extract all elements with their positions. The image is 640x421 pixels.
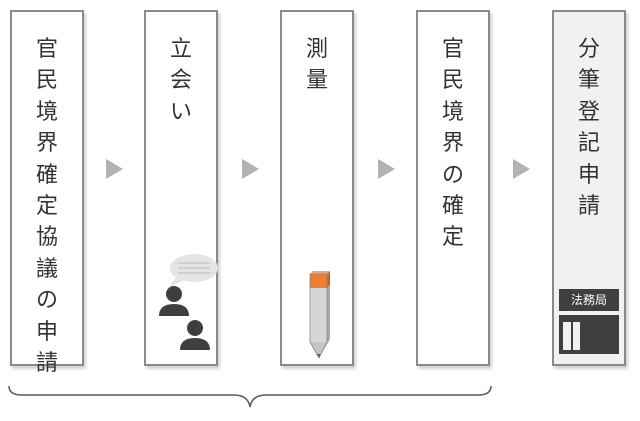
step-box-survey: 測量: [280, 10, 354, 366]
arrow-right-icon: [106, 159, 123, 179]
building-door-divider: [571, 322, 573, 350]
curly-brace: [8, 385, 492, 408]
step-box-boundary-application: 官民境界確定協議の申請: [10, 10, 84, 376]
legal-bureau-label: 法務局: [559, 289, 619, 311]
arrow-right-icon: [242, 159, 259, 179]
step-label: 官民境界の確定: [441, 37, 464, 251]
step-label: 測量: [305, 37, 328, 94]
step-label: 分筆登記申請: [577, 37, 600, 220]
step-label: 官民境界確定協議の申請: [35, 37, 58, 377]
speech-bubble-icon: [168, 254, 218, 288]
building-body: [559, 315, 619, 354]
meeting-people-icon: [159, 254, 218, 350]
pencil-icon: [309, 271, 330, 359]
arrow-right-icon: [513, 159, 530, 179]
step-box-boundary-confirmed: 官民境界の確定: [416, 10, 490, 366]
step-box-subdivision-registration: 分筆登記申請 法務局: [552, 10, 626, 366]
legal-bureau-building-icon: 法務局: [559, 289, 619, 354]
step-box-site-witness: 立会い: [144, 10, 218, 366]
step-label: 立会い: [169, 37, 192, 125]
arrow-right-icon: [378, 159, 395, 179]
